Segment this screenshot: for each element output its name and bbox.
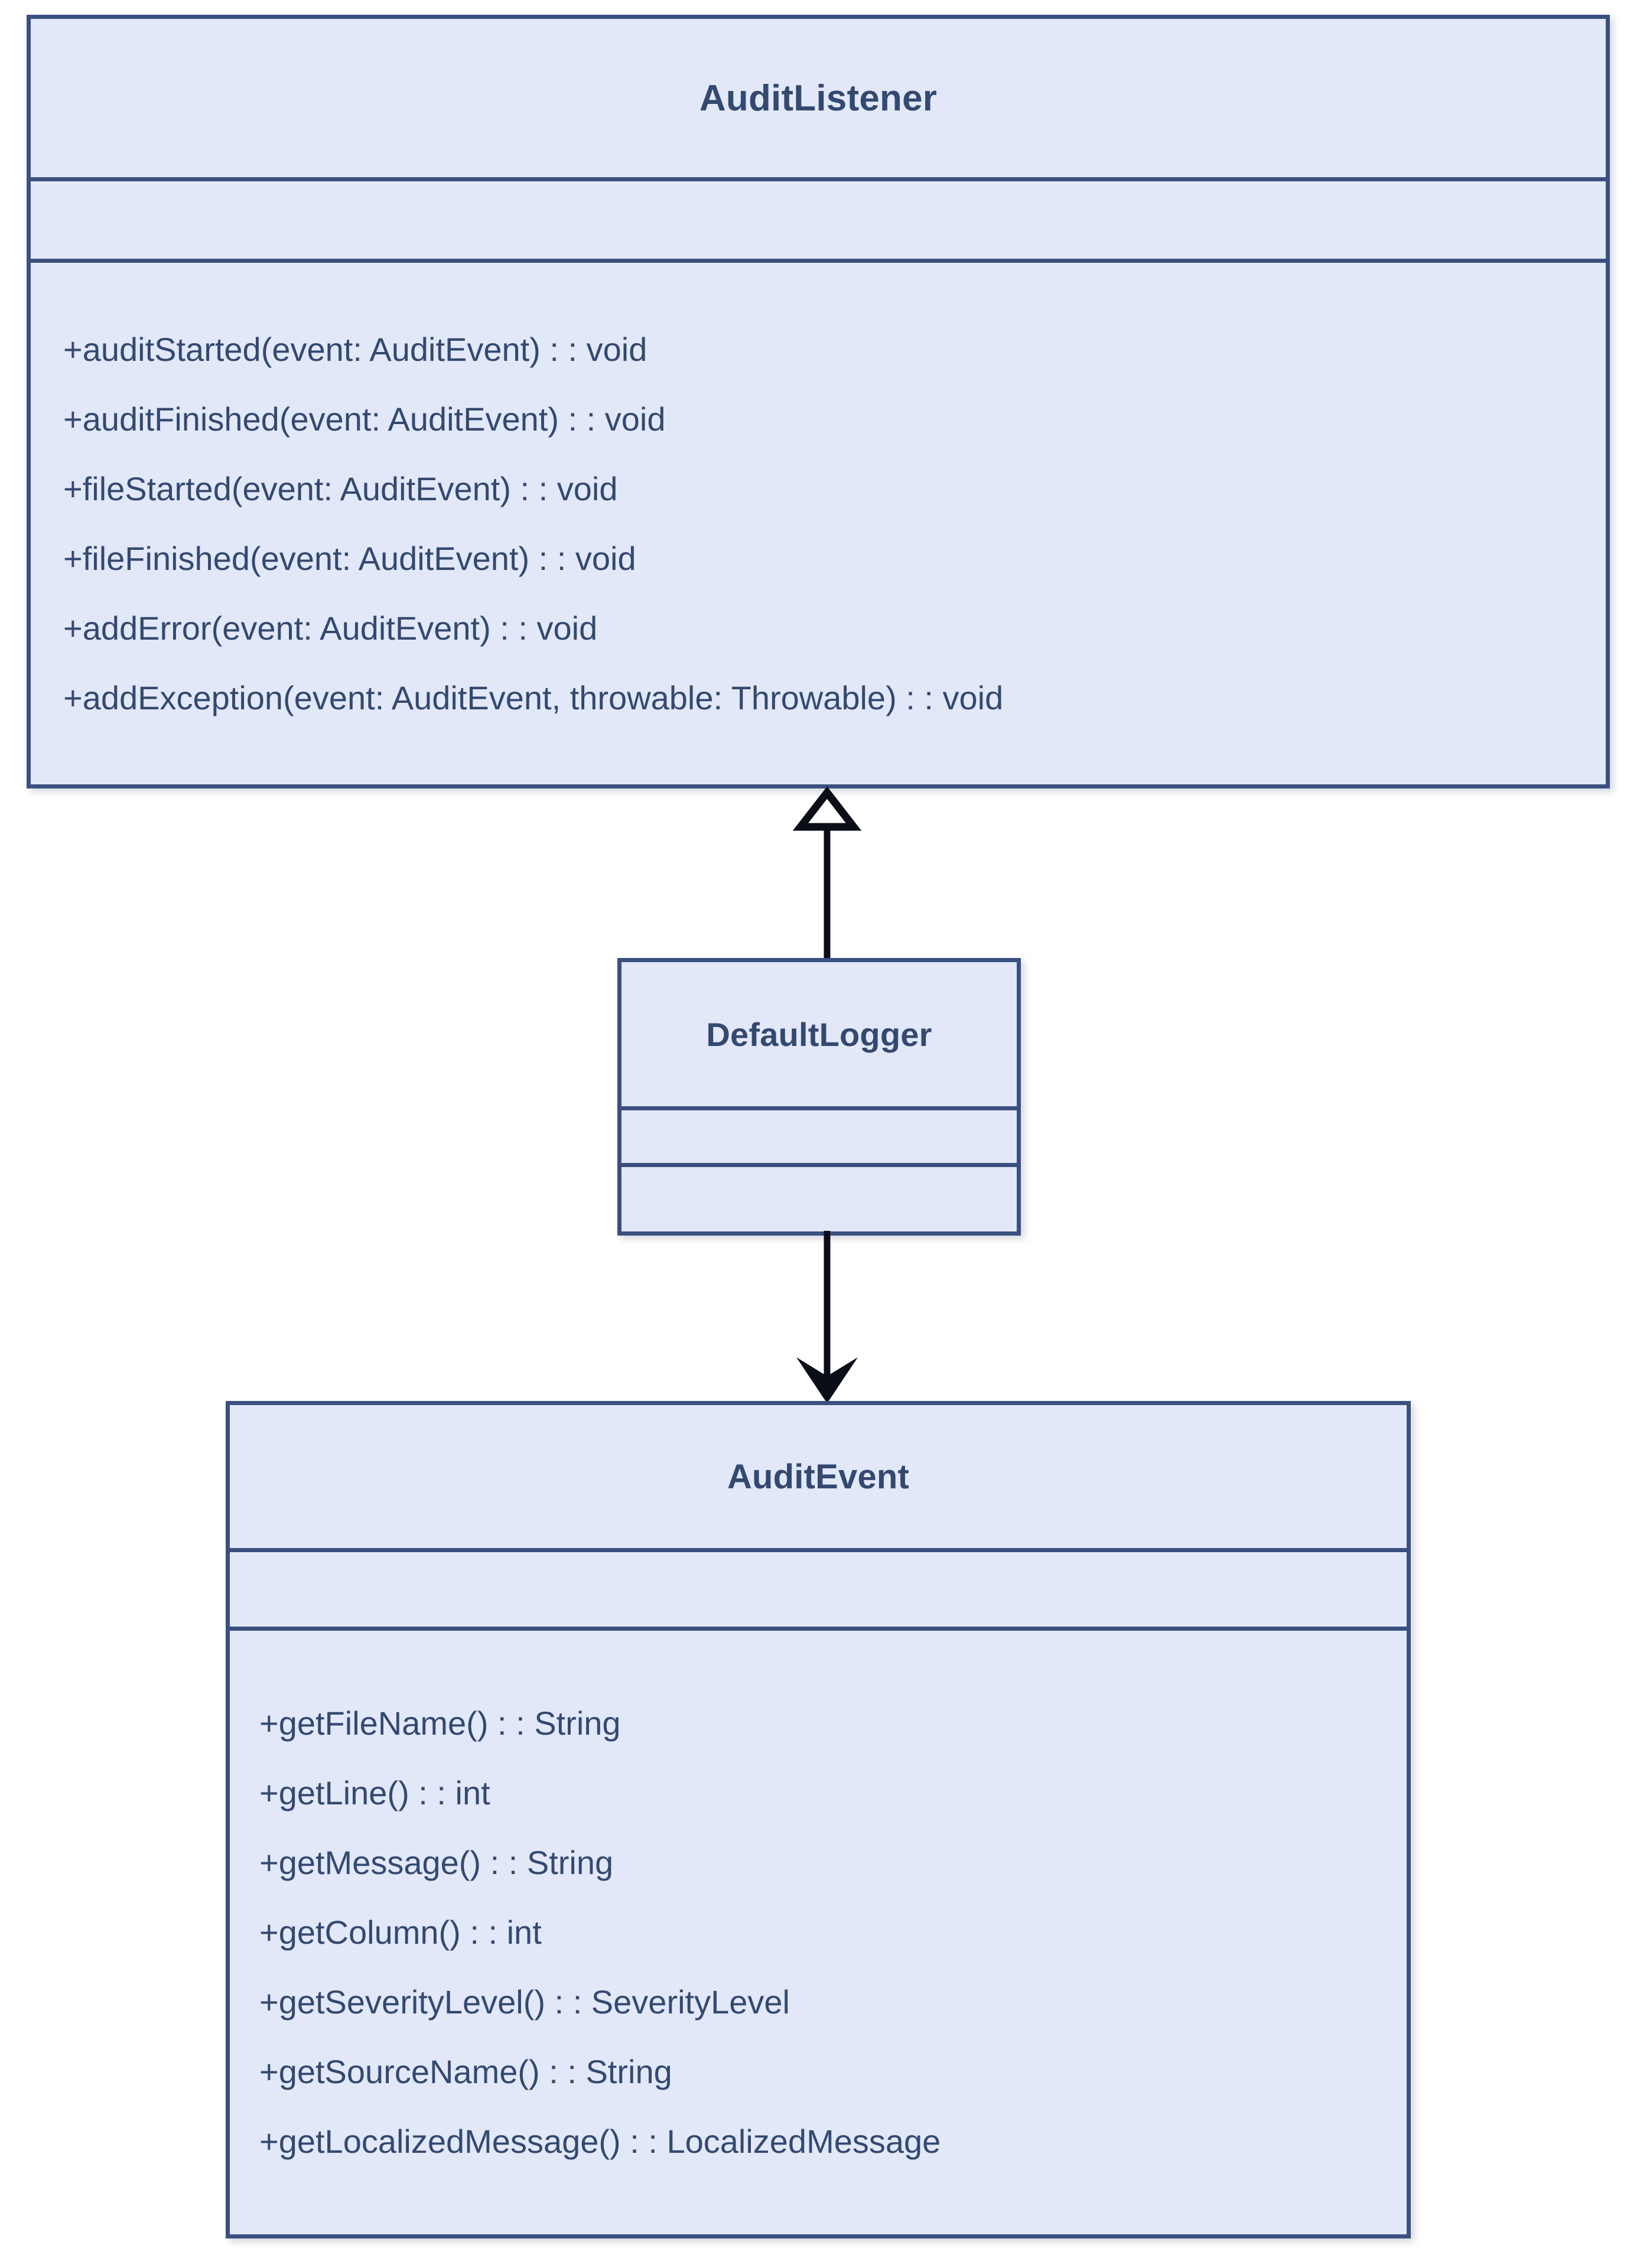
method-item: +addError(event: AuditEvent) : : void bbox=[63, 609, 598, 647]
method-item: +getLine() : : int bbox=[259, 1774, 490, 1811]
class-box-defaultlogger[interactable]: DefaultLogger bbox=[617, 958, 1021, 1236]
method-item: +getSourceName() : : String bbox=[259, 2053, 672, 2090]
class-name-auditevent: AuditEvent bbox=[230, 1405, 1407, 1552]
method-item: +getLocalizedMessage() : : LocalizedMess… bbox=[259, 2123, 941, 2160]
method-item: +getSeverityLevel() : : SeverityLevel bbox=[259, 1983, 790, 2021]
method-item: +getMessage() : : String bbox=[259, 1844, 614, 1881]
class-name-auditlistener: AuditListener bbox=[31, 19, 1606, 181]
dependency-arrow-defaultlogger-to-auditevent bbox=[796, 1231, 858, 1403]
class-attributes-auditevent bbox=[230, 1552, 1407, 1631]
class-name-defaultlogger: DefaultLogger bbox=[621, 962, 1017, 1110]
solid-arrowhead-icon bbox=[796, 1357, 858, 1403]
method-item: +fileFinished(event: AuditEvent) : : voi… bbox=[63, 539, 636, 577]
class-box-auditevent[interactable]: AuditEvent +getFileName() : : String +ge… bbox=[226, 1401, 1411, 2238]
generalization-arrow-defaultlogger-to-auditlistener bbox=[792, 786, 862, 963]
method-item: +addException(event: AuditEvent, throwab… bbox=[63, 679, 1004, 716]
hollow-triangle-arrowhead-icon bbox=[792, 786, 862, 831]
method-item: +getFileName() : : String bbox=[259, 1705, 621, 1742]
method-item: +fileStarted(event: AuditEvent) : : void bbox=[63, 470, 618, 507]
method-item: +auditStarted(event: AuditEvent) : : voi… bbox=[63, 330, 647, 368]
method-item: +getColumn() : : int bbox=[259, 1914, 542, 1951]
class-attributes-defaultlogger bbox=[621, 1110, 1017, 1167]
method-item: +auditFinished(event: AuditEvent) : : vo… bbox=[63, 400, 666, 438]
class-methods-defaultlogger bbox=[621, 1167, 1017, 1231]
class-methods-auditlistener: +auditStarted(event: AuditEvent) : : voi… bbox=[31, 263, 1606, 784]
class-methods-auditevent: +getFileName() : : String +getLine() : :… bbox=[230, 1631, 1407, 2234]
class-box-auditlistener[interactable]: AuditListener +auditStarted(event: Audit… bbox=[27, 15, 1610, 788]
class-attributes-auditlistener bbox=[31, 181, 1606, 263]
